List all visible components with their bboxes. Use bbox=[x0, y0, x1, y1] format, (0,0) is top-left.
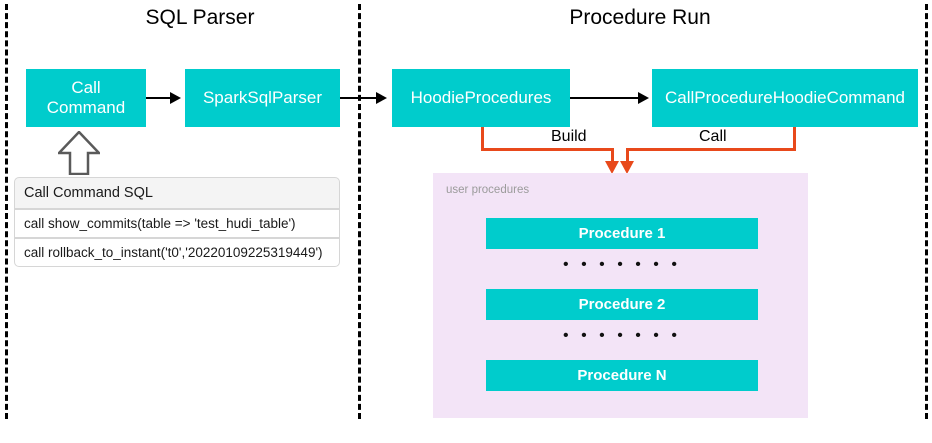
node-call-command-line1: Call bbox=[71, 78, 101, 98]
procedure-item: Procedure 2 bbox=[486, 289, 758, 320]
arrow-hoodie-procedures-to-command-head bbox=[638, 92, 649, 104]
procedure-item: Procedure 1 bbox=[486, 218, 758, 249]
arrow-call-command-to-parser-head bbox=[170, 92, 181, 104]
dashed-divider-right bbox=[925, 4, 928, 419]
arrow-parser-to-hoodie-procedures-head bbox=[376, 92, 387, 104]
connector-call-horizontal bbox=[626, 148, 796, 151]
arrow-parser-to-hoodie-procedures-line bbox=[340, 97, 378, 99]
arrow-hoodie-procedures-to-command-line bbox=[570, 97, 640, 99]
procedure-ellipsis: • • • • • • • bbox=[563, 327, 681, 344]
user-procedures-label: user procedures bbox=[446, 184, 530, 196]
connector-call-drop bbox=[626, 148, 629, 163]
section-title-procedure-run: Procedure Run bbox=[569, 6, 711, 29]
connector-build-arrowhead bbox=[605, 161, 619, 174]
connector-call-arrowhead bbox=[620, 161, 634, 174]
arrow-call-command-to-parser-line bbox=[146, 97, 172, 99]
edge-label-call: Call bbox=[694, 128, 732, 146]
sql-table-row: call show_commits(table => 'test_hudi_ta… bbox=[14, 209, 340, 238]
node-call-command-line2: Command bbox=[46, 98, 126, 117]
dashed-divider-middle bbox=[358, 4, 361, 419]
node-hoodie-procedures: HoodieProcedures bbox=[392, 69, 570, 127]
connector-build-vertical bbox=[481, 127, 484, 151]
hollow-up-arrow-icon bbox=[58, 131, 100, 175]
connector-build-drop bbox=[611, 148, 614, 163]
user-procedures-panel: user procedures Procedure 1 • • • • • • … bbox=[433, 173, 808, 418]
procedure-item: Procedure N bbox=[486, 360, 758, 391]
node-call-procedure-hoodie-command: CallProcedureHoodieCommand bbox=[652, 69, 918, 127]
connector-call-vertical bbox=[793, 127, 796, 151]
sql-table-row: call rollback_to_instant('t0','202201092… bbox=[14, 238, 340, 267]
dashed-divider-left bbox=[5, 4, 8, 419]
connector-build-horizontal bbox=[481, 148, 614, 151]
sql-table-header: Call Command SQL bbox=[14, 177, 340, 209]
section-title-sql-parser: SQL Parser bbox=[145, 6, 255, 29]
call-command-sql-table: Call Command SQL call show_commits(table… bbox=[14, 177, 340, 267]
edge-label-build: Build bbox=[546, 128, 592, 146]
node-spark-sql-parser: SparkSqlParser bbox=[185, 69, 340, 127]
node-call-command: Call Command bbox=[26, 69, 146, 127]
procedure-ellipsis: • • • • • • • bbox=[563, 256, 681, 273]
